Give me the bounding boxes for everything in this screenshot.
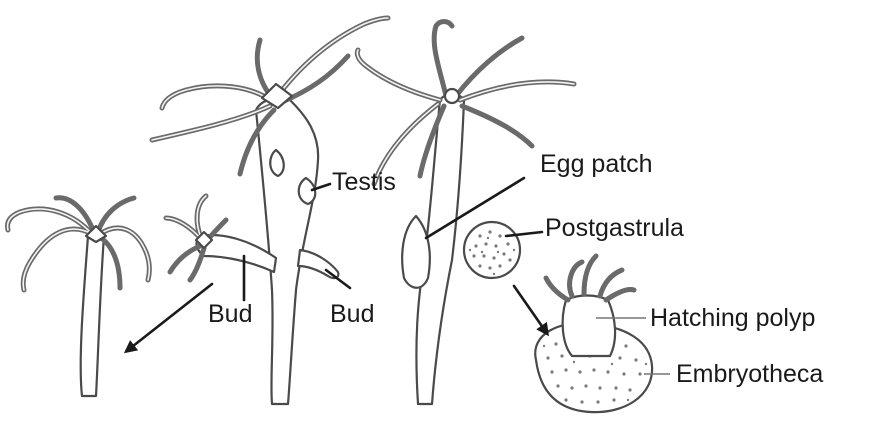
postgastrula — [464, 222, 520, 278]
middle-polyp — [152, 18, 388, 404]
small-polyp — [8, 198, 150, 396]
label-embryotheca: Embryotheca — [676, 362, 823, 387]
label-hatching-polyp: Hatching polyp — [650, 306, 815, 331]
hatching-polyp-tentacles — [546, 256, 634, 300]
label-postgastrula: Postgastrula — [545, 216, 684, 241]
label-testis: Testis — [332, 170, 396, 195]
small-polyp-tentacles — [8, 198, 150, 290]
label-bud-left: Bud — [208, 302, 252, 327]
attached-bud — [166, 196, 276, 280]
arrow-to-embryotheca — [514, 286, 546, 332]
label-egg-patch: Egg patch — [540, 152, 653, 177]
arrow-to-small-polyp — [128, 284, 212, 350]
label-bud-right: Bud — [330, 302, 374, 327]
